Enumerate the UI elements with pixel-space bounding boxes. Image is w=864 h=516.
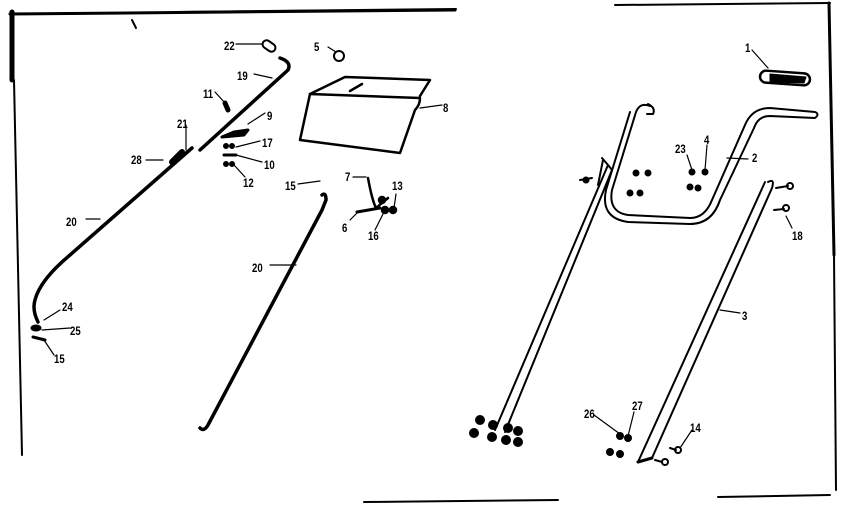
callout-15a: 15	[285, 179, 296, 193]
callout-25: 25	[70, 324, 81, 338]
callout-20b: 20	[252, 261, 263, 275]
callout-7: 7	[345, 170, 351, 184]
upper-handle-2	[604, 103, 819, 225]
callout-19: 19	[237, 69, 248, 83]
callout-2: 2	[752, 151, 758, 165]
leader-lines	[41, 43, 793, 449]
callout-23: 23	[675, 142, 686, 156]
lower-tube-left	[469, 157, 613, 447]
callout-18: 18	[792, 229, 803, 243]
callout-13: 13	[392, 179, 403, 193]
frame-lines	[8, 1, 837, 503]
callout-20a: 20	[66, 215, 77, 229]
callout-11: 11	[203, 87, 214, 101]
callout-21: 21	[177, 117, 188, 131]
callout-28: 28	[131, 153, 142, 167]
callout-10: 10	[264, 158, 275, 172]
callout-8: 8	[443, 101, 449, 115]
callout-4: 4	[704, 133, 710, 147]
callout-16: 16	[368, 229, 379, 243]
grip-1	[758, 69, 812, 87]
small-parts-cluster	[220, 128, 250, 167]
callout-5: 5	[314, 40, 320, 54]
callout-3: 3	[742, 309, 748, 323]
rod-20b	[198, 192, 328, 432]
callout-15b: 15	[54, 352, 65, 366]
callout-9: 9	[267, 109, 273, 123]
callout-22: 22	[224, 39, 235, 53]
latch-parts	[355, 176, 398, 215]
callout-17: 17	[262, 136, 273, 150]
callout-1: 1	[745, 41, 751, 55]
rod-19-20	[30, 39, 291, 342]
callout-27: 27	[632, 399, 643, 413]
callout-24: 24	[62, 300, 73, 314]
callout-6: 6	[342, 221, 348, 235]
callout-26: 26	[584, 407, 595, 421]
cover-plate-8	[298, 50, 432, 155]
callout-14: 14	[690, 421, 701, 435]
lower-tube-3	[606, 179, 794, 466]
callout-12: 12	[243, 176, 254, 190]
